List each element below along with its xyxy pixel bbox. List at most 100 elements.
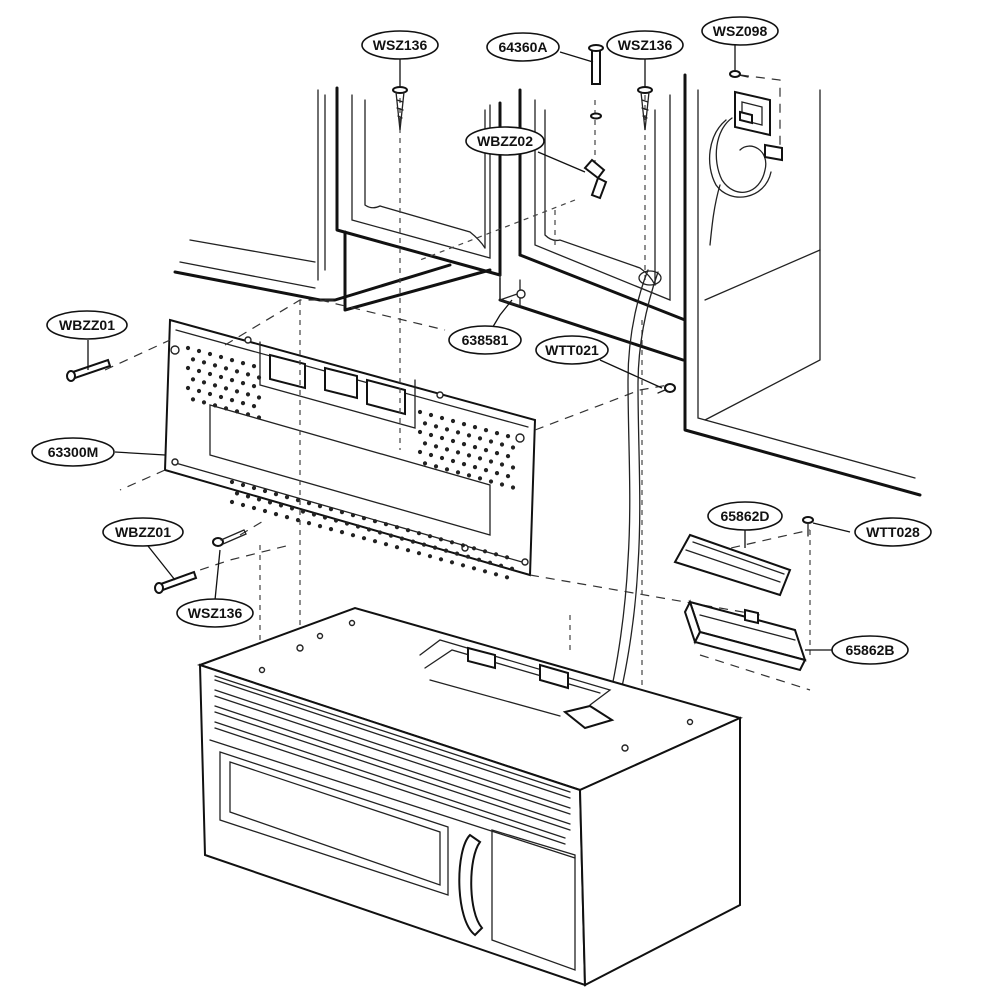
vent-hole: [366, 527, 372, 532]
vent-hole: [394, 545, 400, 550]
vent-hole: [461, 462, 467, 467]
vent-hole: [455, 470, 461, 475]
vent-hole: [455, 450, 461, 455]
vent-hole: [240, 482, 246, 488]
vent-hole: [229, 358, 235, 363]
vent-hole: [223, 406, 229, 411]
vent-hole: [295, 498, 301, 503]
vent-hole: [350, 533, 356, 538]
vent-hole: [483, 448, 489, 453]
vent-hole: [185, 365, 191, 371]
vent-hole: [273, 511, 279, 517]
vent-hole: [295, 518, 301, 523]
callout-label: WBZZ02: [477, 133, 533, 149]
callout-wbzz02: WBZZ02: [465, 126, 545, 156]
bolt-wbzz01-upper: [66, 358, 112, 382]
vent-hole: [300, 509, 306, 514]
vent-hole: [185, 345, 191, 351]
vent-hole: [422, 461, 428, 466]
vent-hole: [218, 394, 224, 400]
vent-hole: [201, 400, 207, 405]
vent-hole: [234, 389, 240, 394]
vent-hole: [284, 495, 290, 500]
vent-hole: [417, 409, 423, 415]
vent-hole: [289, 506, 295, 511]
vent-hole: [234, 369, 240, 374]
callout-65862b: 65862B: [831, 635, 909, 665]
callout-65862d: 65862D: [707, 501, 783, 531]
vent-hole: [212, 383, 218, 388]
vent-hole: [477, 436, 483, 441]
vent-hole: [355, 524, 361, 529]
vent-hole: [482, 569, 488, 574]
wall-outlet: [709, 90, 783, 246]
vent-hole: [223, 366, 229, 371]
vent-hole: [433, 464, 439, 469]
vent-hole: [322, 515, 328, 520]
vent-hole: [240, 381, 246, 386]
callout-label: 65862D: [720, 508, 769, 524]
vent-hole: [493, 572, 499, 577]
vent-hole: [317, 524, 323, 529]
callout-label: 63300M: [48, 444, 99, 460]
vent-hole: [428, 432, 434, 438]
vent-hole: [207, 371, 213, 377]
callout-63300m: 63300M: [31, 437, 115, 467]
vent-hole: [190, 357, 196, 362]
vent-hole: [251, 485, 257, 491]
vent-hole: [510, 465, 516, 470]
vent-hole: [251, 364, 257, 369]
vent-hole: [372, 519, 378, 524]
vent-hole: [372, 539, 378, 544]
vent-hole: [472, 445, 478, 450]
vent-hole: [339, 509, 345, 515]
vent-hole: [439, 455, 445, 461]
vent-hole: [234, 491, 240, 496]
vent-hole: [444, 467, 450, 472]
vent-hole: [466, 473, 472, 478]
vent-hole: [350, 513, 356, 518]
vent-hole: [477, 476, 483, 481]
vent-hole: [416, 551, 422, 556]
callout-64360a: 64360A: [486, 32, 560, 62]
callout-wsz136-lower: WSZ136: [176, 598, 254, 628]
vent-hole: [201, 360, 207, 365]
vent-hole: [433, 444, 439, 449]
vent-hole: [240, 361, 246, 366]
vent-hole: [432, 545, 438, 550]
vent-hole: [256, 415, 262, 420]
vent-hole: [443, 548, 449, 553]
vent-hole: [494, 471, 500, 476]
upper-cabinet-left: [173, 86, 502, 312]
vent-hole: [449, 540, 455, 545]
vent-hole: [212, 363, 218, 368]
vent-hole: [472, 425, 478, 430]
leader-lines: [87, 44, 851, 651]
vent-hole: [245, 372, 251, 377]
vent-hole: [394, 525, 400, 530]
vent-hole: [185, 385, 191, 391]
vent-hole: [471, 546, 477, 551]
vent-hole: [471, 566, 477, 571]
vent-hole: [196, 368, 202, 374]
vent-hole: [482, 549, 488, 554]
callout-label: WSZ136: [373, 37, 428, 53]
microwave-oven: [196, 606, 743, 987]
vent-hole: [499, 462, 505, 467]
vent-hole: [444, 447, 450, 452]
vent-hole: [510, 445, 516, 450]
callout-label: WSZ136: [188, 605, 243, 621]
vent-hole: [488, 479, 494, 484]
wall-corner-right: [683, 73, 922, 497]
vent-hole: [344, 521, 350, 526]
vent-hole: [493, 552, 499, 557]
callout-label: 64360A: [498, 39, 547, 55]
callout-label: WTT021: [545, 342, 599, 358]
vent-hole: [460, 543, 466, 548]
vent-hole: [333, 518, 339, 523]
vent-hole: [223, 386, 229, 391]
vent-hole: [306, 521, 312, 526]
vent-hole: [245, 494, 251, 499]
vent-hole: [218, 354, 224, 360]
